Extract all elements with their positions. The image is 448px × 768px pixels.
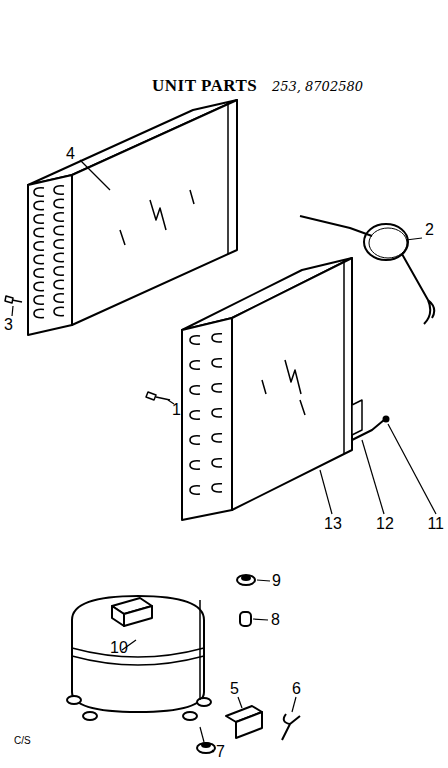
tube-bend [54,280,64,288]
tube-bend [34,242,44,250]
callout-number: 10 [110,640,128,656]
corner-note: C/S [14,736,31,746]
tube-bend [34,269,44,277]
tube-bend [212,459,222,467]
tube-bend [54,199,64,207]
tube-bend [212,359,222,367]
tube-bend [34,188,44,196]
tube-bend [190,486,200,494]
bracket [226,706,300,740]
page-title: UNIT PARTS [152,77,257,94]
tube-bend [212,409,222,417]
callout-number: 12 [376,516,394,532]
callout-number: 9 [272,573,281,589]
tube-bend [190,411,200,419]
tube-bend [54,294,64,302]
tube-bend [34,255,44,263]
tube-bend [54,213,64,221]
callout-number: 11 [427,516,444,532]
tube-bend [190,386,200,394]
tube-bend [54,186,64,194]
capillary-tube [300,216,434,324]
tube-bend [34,201,44,209]
callout-number: 8 [271,612,280,628]
tube-bend [190,336,200,344]
tube-bend [212,484,222,492]
condenser-coil [28,100,237,335]
tube-bend [34,296,44,304]
tube-bend [34,228,44,236]
grommet [237,575,255,626]
tube-bend [34,282,44,290]
callout-number: 6 [292,681,301,697]
tube-bend [34,215,44,223]
compressor [67,596,211,720]
mounting-foot [197,743,215,753]
tube-bend [190,361,200,369]
tube-bend [212,384,222,392]
callout-number: 13 [324,516,342,532]
callout-number: 5 [230,681,239,697]
tube-bends [34,186,222,494]
tube-bend [190,461,200,469]
tube-bend [54,307,64,315]
tube-bend [190,436,200,444]
tube-bend [212,434,222,442]
callout-number: 2 [425,222,434,238]
callout-number: 3 [4,317,13,333]
callout-number: 1 [172,402,181,418]
callout-number: 4 [66,146,75,162]
tube-bend [54,226,64,234]
leader-line [12,160,436,752]
tube-bend [54,240,64,248]
tube-bend [34,309,44,317]
tube-bend [54,253,64,261]
tube-bend [212,334,222,342]
tube-fitting [352,417,389,441]
tube-bend [54,267,64,275]
model-number: 253, 8702580 [272,80,363,93]
callout-number: 7 [216,744,225,760]
screw [5,296,170,400]
evaporator-coil [182,258,362,520]
